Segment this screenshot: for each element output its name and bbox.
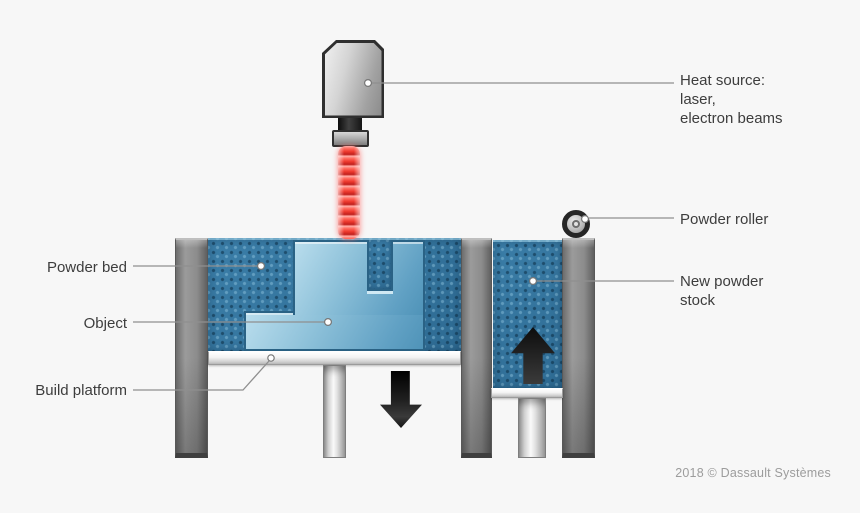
heat-source-body-fill xyxy=(324,42,382,116)
powder-roller-icon xyxy=(562,210,590,238)
powder-feed-platform-bar xyxy=(491,388,563,398)
right-pillar xyxy=(562,238,595,458)
object-step-edge xyxy=(244,311,295,313)
object-lower-block xyxy=(244,313,425,351)
object-label: Object xyxy=(83,315,127,332)
powder-roller-label: Powder roller xyxy=(680,211,769,228)
copyright-text: 2018 © Dassault Systèmes xyxy=(675,466,831,480)
heat-source-neck xyxy=(338,117,362,132)
build-platform-bar xyxy=(208,351,461,365)
roller-hub xyxy=(572,220,580,228)
powder-bed-label: Powder bed xyxy=(46,259,127,276)
heat-source-body xyxy=(322,40,384,118)
heat-source-collar xyxy=(332,130,369,147)
object-notch-powder xyxy=(367,240,393,291)
laser-beam xyxy=(338,146,360,239)
new-powder-stock-label: New powder stock xyxy=(680,273,764,309)
heat-source-label: Heat source: laser, electron beams xyxy=(680,72,783,127)
powder-feed-piston xyxy=(518,398,546,458)
build-platform-label: Build platform xyxy=(35,382,127,399)
middle-pillar xyxy=(461,238,492,458)
object-upper-block xyxy=(293,240,425,315)
new-powder-stock-area xyxy=(493,240,562,388)
build-piston xyxy=(323,365,346,458)
down-arrow-icon xyxy=(380,371,422,428)
left-pillar xyxy=(175,238,208,458)
